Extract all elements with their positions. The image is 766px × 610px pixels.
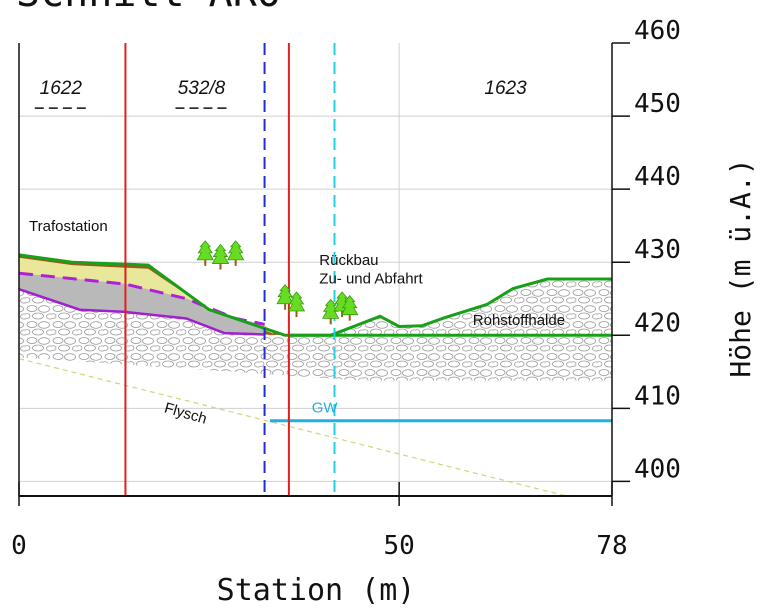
flysch-boundary-line xyxy=(19,358,567,496)
vegetation-icons xyxy=(196,240,359,325)
tree-icon xyxy=(211,243,230,270)
tree-icon xyxy=(276,284,294,310)
backfill-layer xyxy=(19,273,265,335)
y-axis-label: Höhe (m ü.A.) xyxy=(724,158,757,377)
x-axis-label: Station (m) xyxy=(217,573,416,608)
y-tick-label: 460 xyxy=(634,16,681,46)
y-tick-label: 420 xyxy=(634,308,681,338)
terrain-existing-line xyxy=(19,253,612,337)
plot-frame xyxy=(18,43,613,497)
y-tick-label: 440 xyxy=(634,162,681,192)
annotation-label: Rohstoffhalde xyxy=(473,312,565,329)
rock-boundary-line xyxy=(19,288,265,336)
annotation-label: Rückbau xyxy=(319,252,378,269)
parcel-label: 1622 xyxy=(40,78,83,99)
x-axis-ticks: 0 50 78 xyxy=(11,482,628,561)
x-tick-label: 0 xyxy=(11,531,27,561)
annotation-label: Flysch xyxy=(162,399,208,427)
chart-title: Schnitt ARO xyxy=(16,0,281,16)
tree-icon xyxy=(226,240,245,266)
topsoil-layer xyxy=(19,257,274,334)
annotation-label: GW xyxy=(312,400,339,417)
annotation-label: Zu- und Abfahrt xyxy=(319,270,423,287)
x-tick-label: 50 xyxy=(383,531,414,561)
y-tick-label: 400 xyxy=(634,454,681,484)
y-tick-label: 430 xyxy=(634,235,681,265)
tree-icon xyxy=(196,240,214,266)
tree-icon xyxy=(322,298,340,325)
y-axis-ticks: 400 410 420 430 440 450 460 xyxy=(612,16,681,484)
tree-icon xyxy=(341,295,359,321)
parcel-label: 1623 xyxy=(484,78,527,99)
x-tick-label: 78 xyxy=(596,531,627,561)
y-tick-label: 450 xyxy=(634,89,681,119)
parcel-labels: 1622 532/8 1623 xyxy=(34,78,527,109)
parcel-label: 532/8 xyxy=(178,78,226,99)
y-tick-label: 410 xyxy=(634,381,681,411)
tree-icon xyxy=(287,291,306,318)
parcel-boundary-lines xyxy=(124,43,336,496)
annotation-label: Trafostation xyxy=(29,218,108,235)
